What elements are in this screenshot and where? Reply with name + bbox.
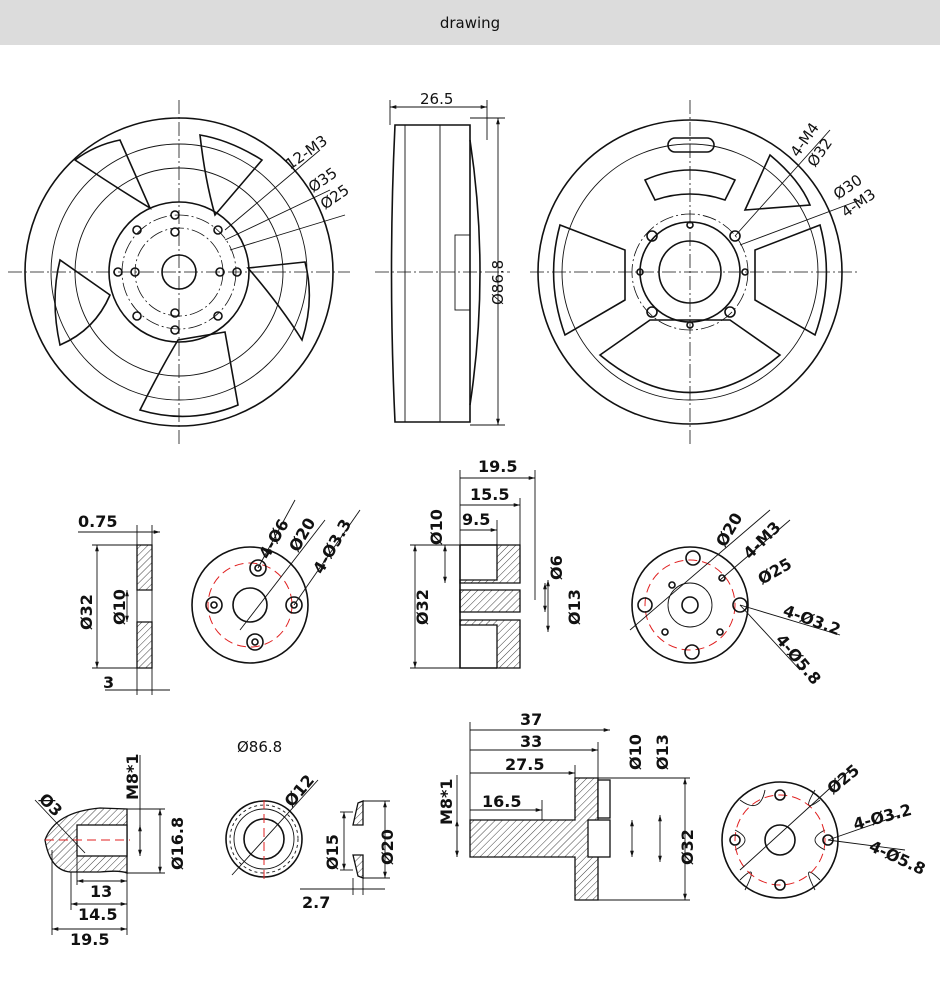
label-13: 13	[90, 882, 112, 901]
label-19-5-mount: 19.5	[478, 457, 517, 476]
motor-side-view: 26.5 Ø86.8	[375, 90, 510, 426]
label-33: 33	[520, 732, 542, 751]
label-m8-nut: M8*1	[123, 753, 142, 800]
motor-front-view: 12-M3 Ø35 Ø25	[8, 100, 353, 445]
label-d20-adapter: Ø20	[285, 514, 319, 555]
label-15-5: 15.5	[470, 485, 509, 504]
label-9-5: 9.5	[462, 510, 490, 529]
prop-nut-view: Ø3 M8*1 Ø16.8 13 14.5 19.5	[34, 753, 187, 949]
label-d25-mount: Ø25	[755, 554, 796, 588]
label-d10-shaft: Ø10	[626, 734, 645, 770]
label-27-5: 27.5	[505, 755, 544, 774]
label-4-m3-mount: 4-M3	[739, 518, 784, 563]
label-d10-mount: Ø10	[427, 509, 446, 545]
washer-view: Ø86.8 Ø12 Ø15 Ø20 2.7	[225, 738, 397, 912]
shaft-view: 37 33 27.5 16.5 M8*1 Ø10 Ø13 Ø32	[437, 710, 697, 901]
label-d32-mount: Ø32	[413, 589, 432, 625]
label-4-d6: 4-Ø6	[255, 516, 293, 562]
window-title-bar: drawing	[0, 0, 940, 45]
label-4-d3-2-shaft: 4-Ø3.2	[851, 800, 914, 834]
label-16-5: 16.5	[482, 792, 521, 811]
label-37: 37	[520, 710, 542, 729]
label-d32-shaft: Ø32	[678, 829, 697, 865]
label-14-5: 14.5	[78, 905, 117, 924]
motor-rear-view: 4-M4 Ø32 Ø30 4-M3	[530, 100, 879, 445]
label-d32-adapter: Ø32	[77, 594, 96, 630]
label-d13-shaft: Ø13	[653, 734, 672, 770]
label-d13-mount: Ø13	[565, 589, 584, 625]
label-d12: Ø12	[281, 771, 319, 811]
label-d20-washer: Ø20	[378, 829, 397, 865]
technical-drawing: 12-M3 Ø35 Ø25 26.5 Ø86.8	[8, 90, 928, 949]
label-d25-shaft-face: Ø25	[823, 760, 863, 798]
label-19-5-nut: 19.5	[70, 930, 109, 949]
label-0-75: 0.75	[78, 512, 117, 531]
label-d6-mount: Ø6	[547, 555, 566, 580]
label-d16-8: Ø16.8	[168, 817, 187, 870]
adapter-face-view: 4-Ø6 Ø20 4-Ø3.3	[191, 499, 361, 664]
label-d10-adapter: Ø10	[110, 589, 129, 625]
label-3: 3	[103, 673, 114, 692]
label-4-d5-8-mount: 4-Ø5.8	[772, 630, 825, 688]
label-d15: Ø15	[323, 834, 342, 870]
label-d86-8: Ø86.8	[489, 260, 507, 305]
label-2-7: 2.7	[302, 893, 330, 912]
label-4-d5-8-shaft: 4-Ø5.8	[866, 836, 928, 878]
adapter-section-view: 0.75 Ø32 Ø10 3	[77, 512, 170, 695]
label-d3: Ø3	[35, 789, 66, 820]
mount-section-view: 19.5 15.5 9.5 Ø10 Ø32 Ø6 Ø13	[410, 457, 584, 669]
mount-face-view: Ø20 4-M3 Ø25 4-Ø3.2 4-Ø5.8	[629, 509, 843, 688]
label-d86-8-note: Ø86.8	[237, 738, 282, 756]
label-width-26-5: 26.5	[420, 90, 453, 108]
label-d20-mount-face: Ø20	[712, 509, 746, 550]
window-title: drawing	[439, 13, 501, 32]
label-m8-shaft: M8*1	[437, 778, 456, 825]
label-12-m3: 12-M3	[282, 132, 331, 174]
shaft-face-view: Ø25 4-Ø3.2 4-Ø5.8	[721, 760, 928, 899]
